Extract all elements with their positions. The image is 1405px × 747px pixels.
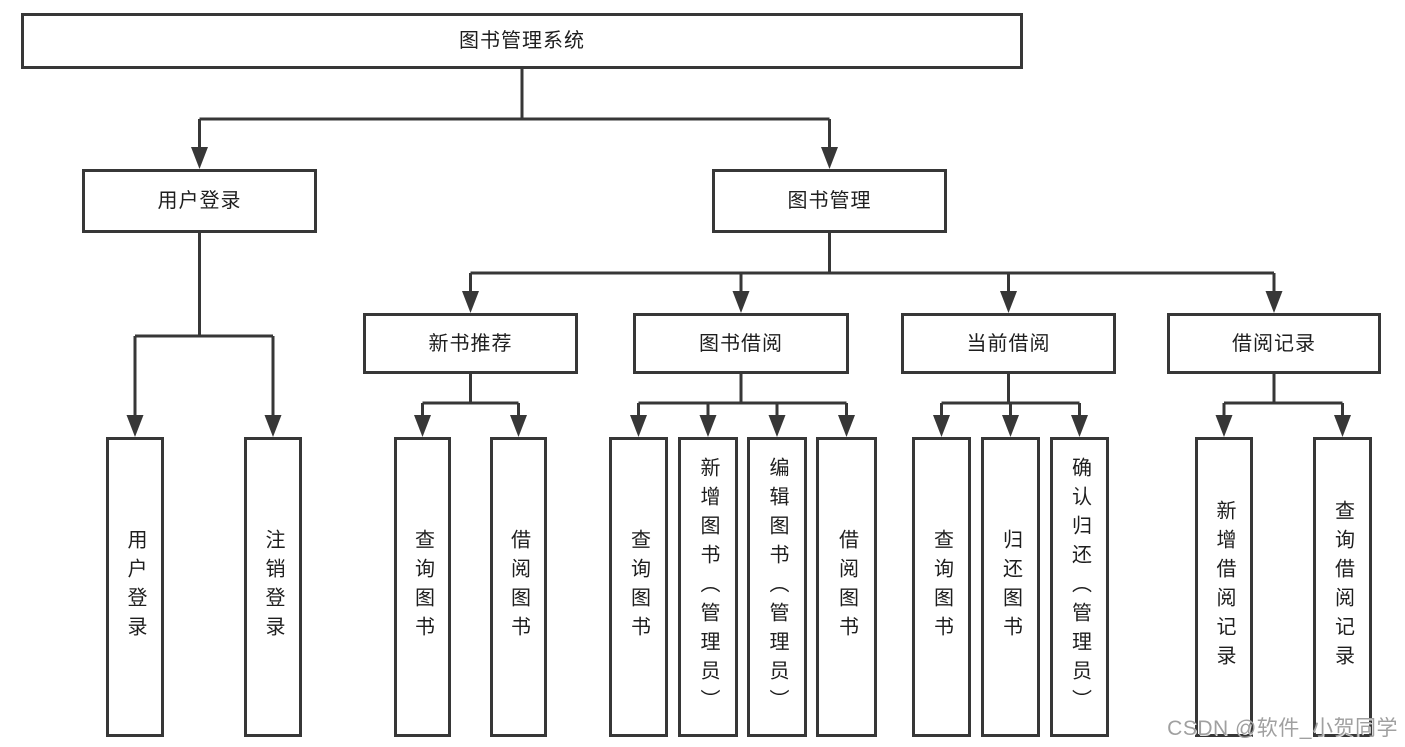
leaf-records-add-record: 新增借阅记录 bbox=[1195, 437, 1253, 737]
node-label: 查询图书 bbox=[930, 529, 953, 645]
node-user-login: 用户登录 bbox=[82, 169, 317, 233]
node-label: 用户登录 bbox=[157, 190, 242, 212]
leaf-current-return-books: 归还图书 bbox=[981, 437, 1040, 737]
leaf-borrow-borrow-books: 借阅图书 bbox=[816, 437, 877, 737]
node-book-management: 图书管理 bbox=[712, 169, 947, 233]
node-label: 新增借阅记录 bbox=[1213, 500, 1235, 674]
leaf-recommend-query-books: 查询图书 bbox=[394, 437, 451, 737]
node-label: 查询图书 bbox=[627, 529, 650, 645]
node-label: 图书管理 bbox=[787, 190, 872, 212]
arrowheads bbox=[126, 147, 1351, 437]
leaf-borrow-query-books: 查询图书 bbox=[609, 437, 668, 737]
node-current-borrow: 当前借阅 bbox=[901, 313, 1116, 374]
node-label: 归还图书 bbox=[999, 529, 1022, 645]
node-label: 当前借阅 bbox=[966, 332, 1051, 355]
node-label: 查询借阅记录 bbox=[1331, 500, 1354, 674]
node-label: 查询图书 bbox=[411, 529, 434, 645]
node-label: 确认归还（管理员） bbox=[1068, 456, 1091, 718]
leaf-records-query-record: 查询借阅记录 bbox=[1313, 437, 1372, 737]
node-label: 用户登录 bbox=[124, 529, 146, 645]
node-label: 新增图书（管理员） bbox=[697, 456, 719, 718]
leaf-current-confirm-return-admin: 确认归还（管理员） bbox=[1050, 437, 1109, 737]
node-book-borrow: 图书借阅 bbox=[633, 313, 849, 374]
leaf-borrow-add-books-admin: 新增图书（管理员） bbox=[678, 437, 738, 737]
node-label: 借阅图书 bbox=[835, 529, 858, 645]
node-label: 编辑图书（管理员） bbox=[766, 456, 788, 718]
leaf-logout: 注销登录 bbox=[244, 437, 302, 737]
node-label: 注销登录 bbox=[262, 529, 284, 645]
leaf-current-query-books: 查询图书 bbox=[912, 437, 971, 737]
leaf-borrow-edit-books-admin: 编辑图书（管理员） bbox=[747, 437, 807, 737]
leaf-recommend-borrow-books: 借阅图书 bbox=[490, 437, 547, 737]
node-label: 新书推荐 bbox=[428, 332, 513, 355]
node-label: 图书借阅 bbox=[699, 332, 783, 355]
node-label: 借阅记录 bbox=[1232, 332, 1316, 355]
node-root: 图书管理系统 bbox=[21, 13, 1023, 69]
watermark: CSDN @软件_小贺同学 bbox=[1167, 717, 1398, 740]
node-label: 图书管理系统 bbox=[459, 30, 585, 52]
leaf-user-login: 用户登录 bbox=[106, 437, 164, 737]
node-label: 借阅图书 bbox=[507, 529, 530, 645]
node-borrow-records: 借阅记录 bbox=[1167, 313, 1381, 374]
node-new-book-recommend: 新书推荐 bbox=[363, 313, 578, 374]
